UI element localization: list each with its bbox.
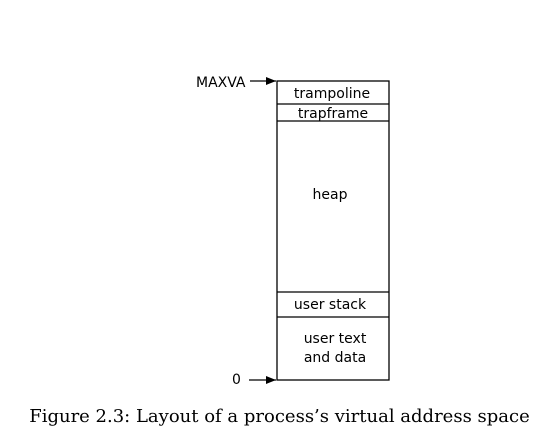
trampoline-label: trampoline xyxy=(294,86,370,102)
user-text-label-line1: user text xyxy=(304,331,367,347)
figure-caption: Figure 2.3: Layout of a process’s virtua… xyxy=(29,406,530,427)
address-space-box xyxy=(276,80,390,381)
heap-label: heap xyxy=(313,187,348,203)
zero-label: 0 xyxy=(232,372,241,388)
user-stack-label: user stack xyxy=(294,297,367,313)
trapframe-label: trapframe xyxy=(298,106,368,122)
user-text-label-line2: and data xyxy=(304,350,366,366)
maxva-label: MAXVA xyxy=(196,75,246,91)
